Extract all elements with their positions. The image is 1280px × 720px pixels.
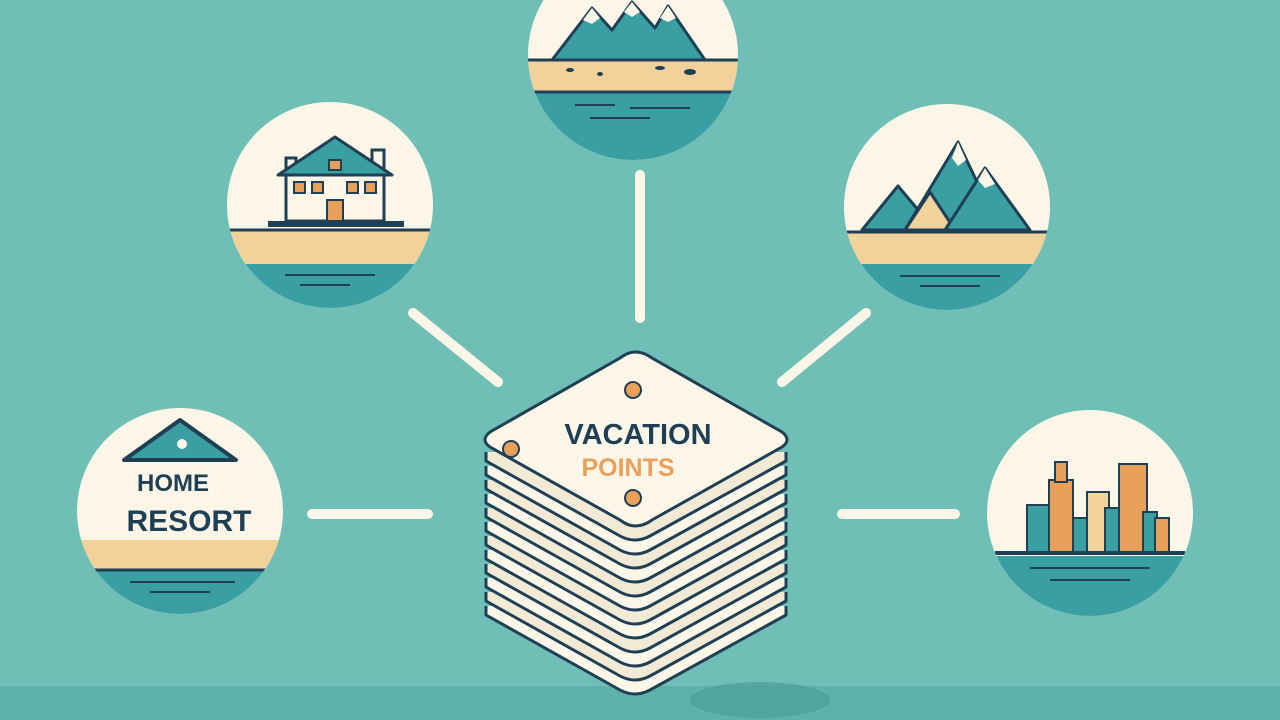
home-label: HOME (137, 470, 209, 497)
top-card (483, 350, 789, 528)
resort-label: RESORT (126, 505, 251, 538)
connector-mountains (777, 308, 871, 387)
destination-mountain-beach (844, 104, 1050, 310)
destination-city (987, 410, 1193, 616)
connectors (307, 170, 960, 519)
destination-house (227, 102, 433, 308)
home-resort-card: HOME RESORT (77, 408, 283, 614)
vacation-points-stack: VACATION POINTS (483, 350, 830, 718)
connector-house (408, 308, 503, 387)
card-stack-layers (484, 452, 788, 696)
destination-beach-mountains (528, 0, 738, 160)
house-icon (268, 135, 404, 227)
card-dot (624, 381, 642, 399)
mountain-range-icon (860, 140, 1032, 232)
city-skyline-icon (1026, 461, 1170, 554)
card-dot (502, 440, 520, 458)
card-dot (624, 489, 642, 507)
points-label: POINTS (581, 454, 674, 482)
vacation-label: VACATION (564, 419, 711, 451)
